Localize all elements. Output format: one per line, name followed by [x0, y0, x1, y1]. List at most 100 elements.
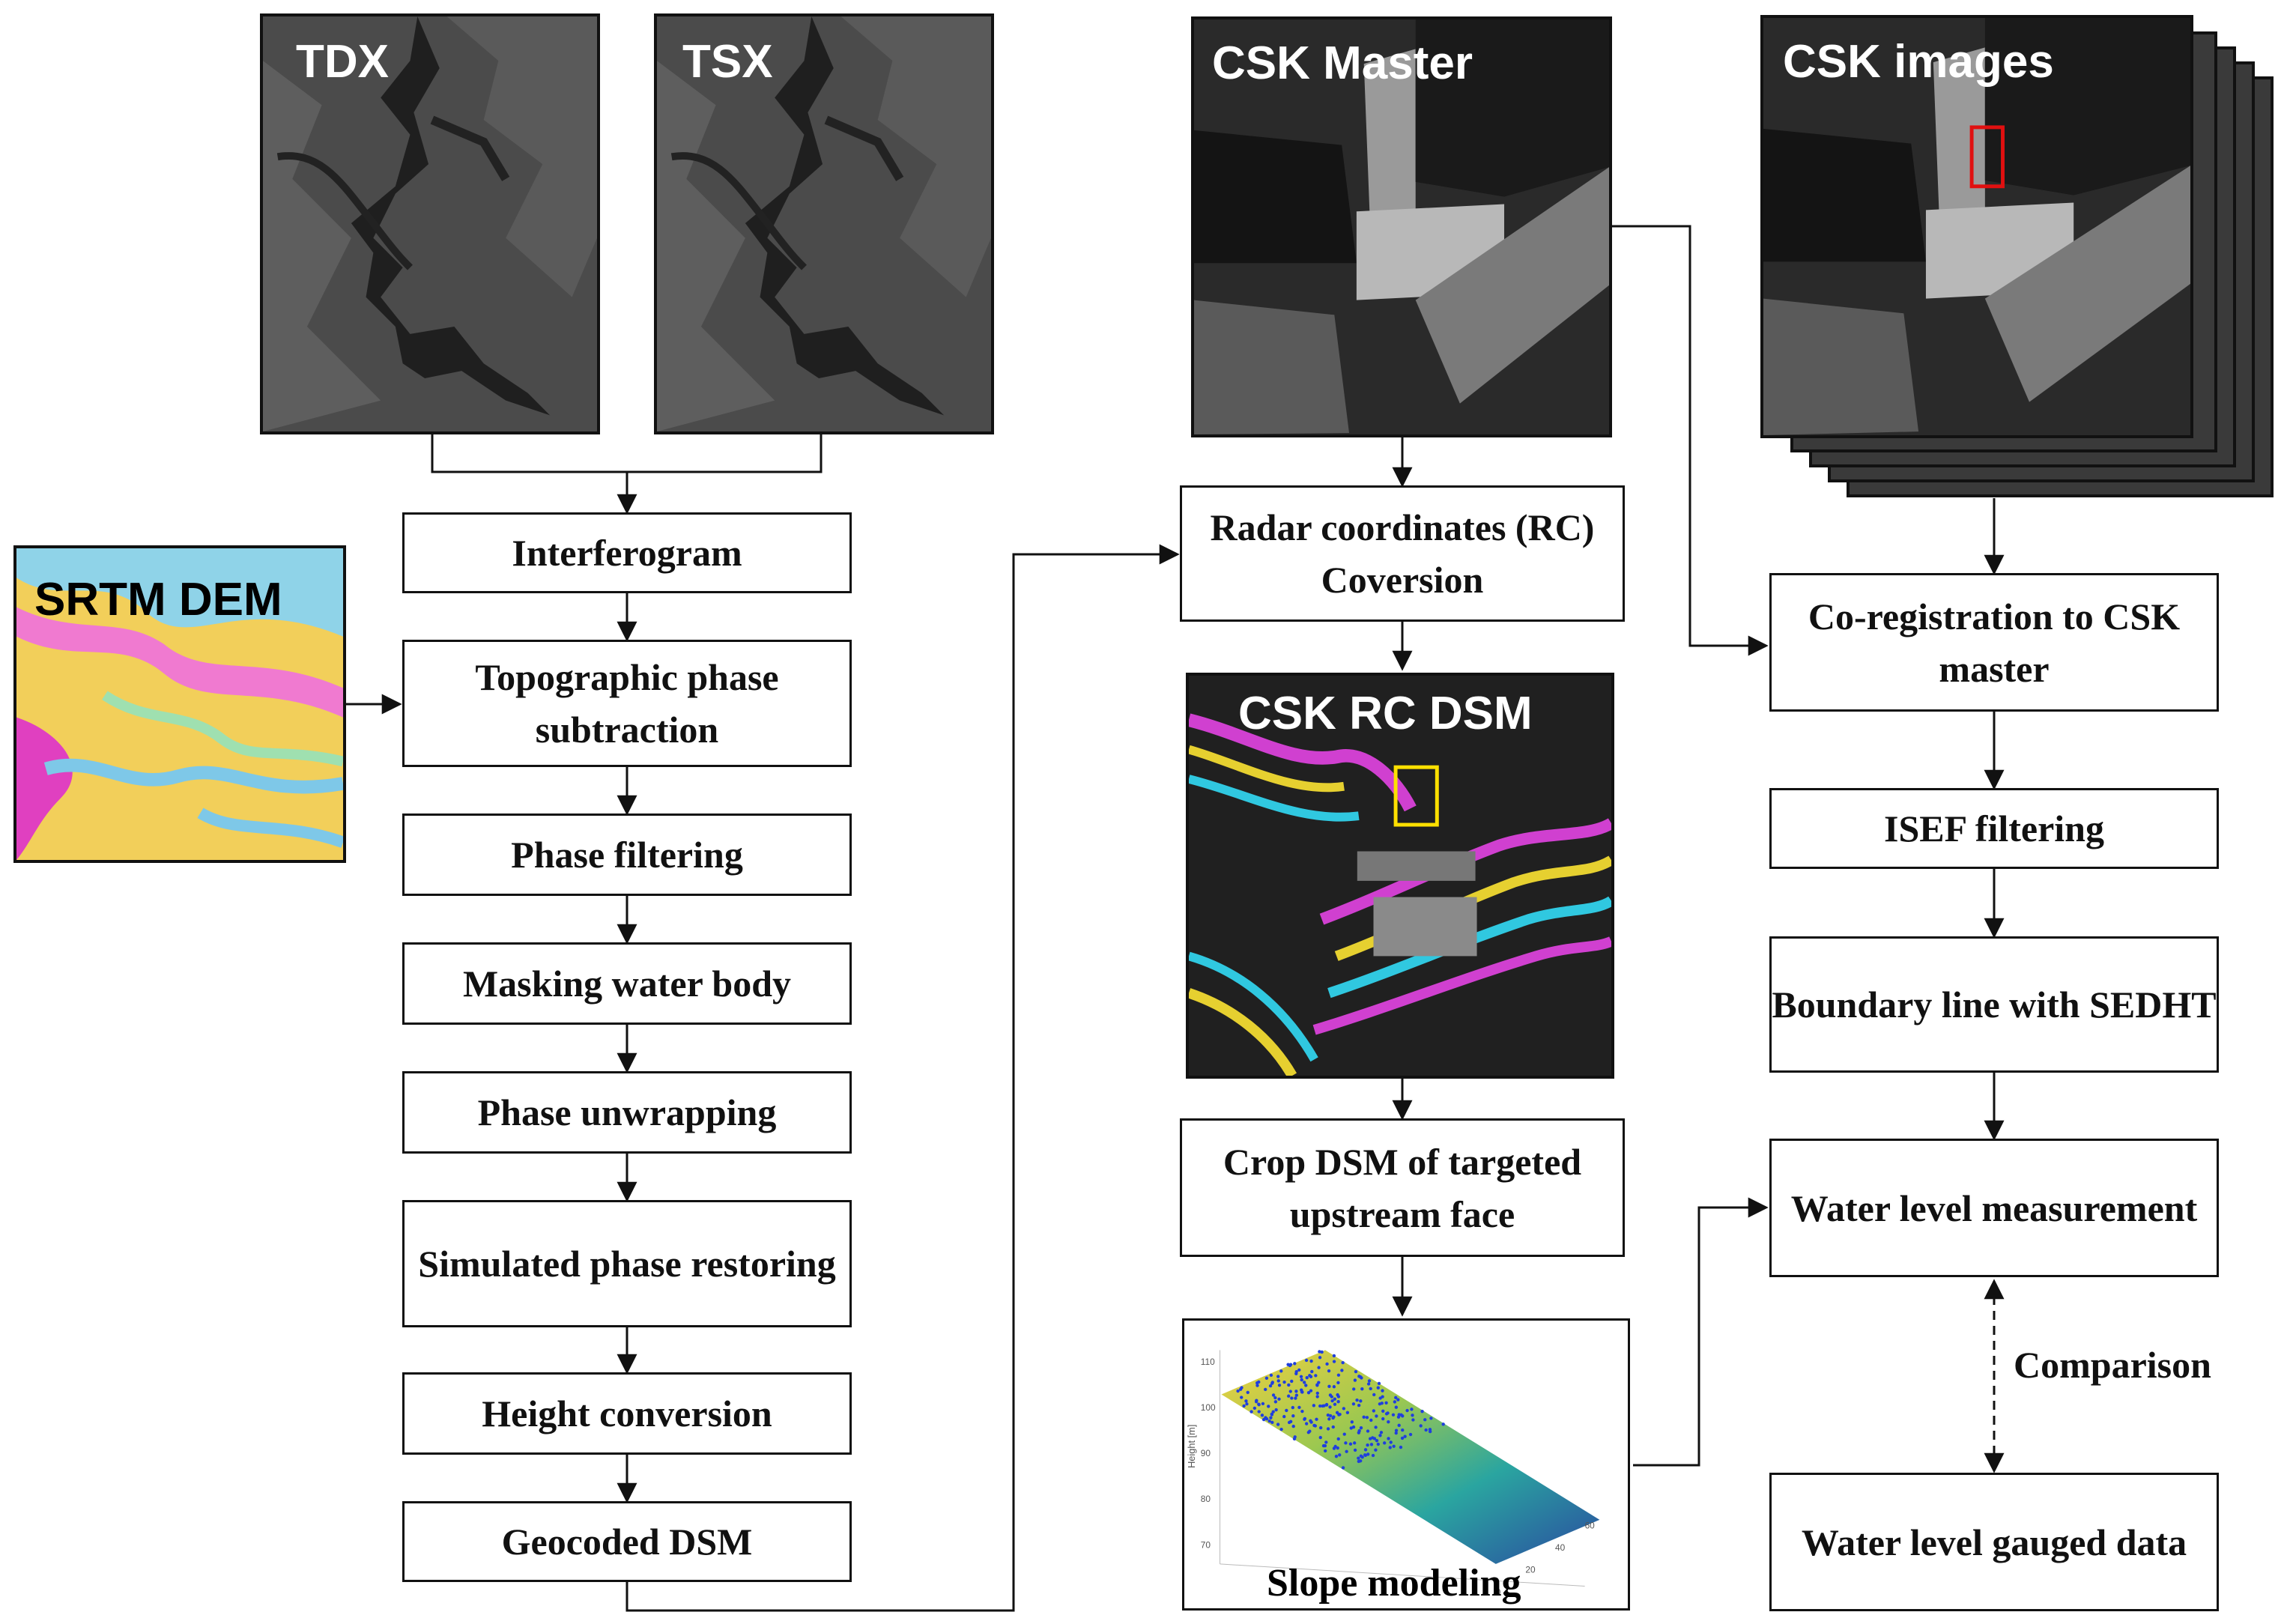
slope-point — [1264, 1376, 1269, 1380]
slope-point — [1362, 1415, 1366, 1419]
slope-point — [1386, 1411, 1390, 1415]
slope-point — [1381, 1389, 1384, 1393]
slope-point — [1315, 1391, 1319, 1396]
slope-point — [1363, 1448, 1368, 1452]
slope-point — [1359, 1425, 1363, 1430]
csk-images-title: CSK images — [1783, 36, 2054, 88]
slope-point — [1304, 1384, 1308, 1387]
slope-point — [1371, 1453, 1375, 1458]
slope-point — [1366, 1382, 1371, 1386]
slope-point — [1396, 1415, 1401, 1419]
slope-point — [1321, 1443, 1326, 1448]
slope-point — [1345, 1449, 1348, 1453]
slope-point — [1351, 1402, 1356, 1406]
slope-point — [1371, 1436, 1375, 1440]
slope-point — [1372, 1393, 1376, 1397]
slope-point — [1306, 1391, 1311, 1395]
slope-point — [1333, 1444, 1337, 1449]
slope-point — [1384, 1401, 1388, 1405]
phase-unwrapping-box: Phase unwrapping — [402, 1071, 852, 1154]
slope-modeling-title: Slope modeling — [1267, 1562, 1521, 1605]
slope-point — [1378, 1402, 1382, 1406]
slope-point — [1321, 1404, 1324, 1408]
slope-point — [1394, 1431, 1398, 1435]
slope-point — [1374, 1448, 1378, 1452]
slope-point — [1269, 1373, 1273, 1378]
slope-point — [1403, 1434, 1407, 1438]
slope-point — [1354, 1369, 1358, 1374]
slope-point — [1318, 1356, 1322, 1360]
slope-point — [1400, 1436, 1405, 1440]
slope-point — [1399, 1413, 1403, 1417]
slope-point — [1318, 1350, 1321, 1354]
slope-point — [1318, 1404, 1322, 1408]
slope-point — [1357, 1456, 1360, 1460]
slope-point — [1308, 1429, 1312, 1433]
slope-point — [1420, 1410, 1424, 1414]
slope-point — [1374, 1425, 1378, 1429]
slope-point — [1299, 1375, 1303, 1378]
slope-point — [1264, 1387, 1267, 1392]
slope-point — [1353, 1448, 1357, 1452]
slope-point — [1302, 1381, 1306, 1384]
slope-point — [1309, 1419, 1312, 1422]
slope-ytick-label: 70 — [1201, 1539, 1211, 1550]
slope-point — [1282, 1414, 1286, 1419]
slope-point — [1297, 1368, 1301, 1372]
slope-point — [1357, 1428, 1361, 1433]
slope-point — [1360, 1376, 1363, 1380]
slope-point — [1336, 1393, 1339, 1397]
slope-point — [1261, 1402, 1265, 1406]
slope-point — [1318, 1425, 1323, 1430]
slope-xtick-label: 60 — [1585, 1521, 1596, 1531]
slope-point — [1304, 1422, 1309, 1425]
slope-point — [1388, 1446, 1392, 1449]
slope-point — [1300, 1409, 1304, 1414]
slope-point — [1315, 1384, 1319, 1387]
tdx-tsx-merge-line — [431, 433, 823, 473]
slope-point — [1375, 1439, 1379, 1443]
slope-point — [1244, 1399, 1248, 1403]
slope-point — [1353, 1441, 1357, 1445]
slope-point — [1429, 1417, 1433, 1420]
slope-point — [1399, 1445, 1403, 1449]
slope-point — [1276, 1379, 1280, 1383]
slope-point — [1401, 1428, 1405, 1432]
slope-point — [1312, 1423, 1316, 1428]
slope-ytick-label: 110 — [1201, 1357, 1215, 1367]
slope-point — [1317, 1366, 1321, 1369]
topographic-phase-box: Topographic phase subtraction — [402, 640, 852, 767]
slope-point — [1315, 1417, 1318, 1421]
yellow-roi-marker — [1393, 765, 1439, 827]
slope-point — [1336, 1381, 1340, 1385]
slope-point — [1270, 1381, 1274, 1384]
slope-point — [1330, 1399, 1334, 1403]
csk-images-image: CSK images — [1760, 15, 2193, 438]
comparison-label: Comparison — [2014, 1344, 2211, 1386]
slope-point — [1333, 1402, 1337, 1406]
slope-point — [1344, 1441, 1348, 1445]
slope-point — [1291, 1424, 1295, 1428]
slope-point — [1349, 1426, 1353, 1430]
slope-point — [1271, 1393, 1276, 1397]
srtm-colormap — [16, 548, 343, 860]
slope-point — [1238, 1387, 1243, 1391]
csk-master-title: CSK Master — [1212, 37, 1473, 89]
slope-point — [1336, 1437, 1340, 1441]
arrow-master-to-coregistration — [1611, 225, 1769, 656]
slope-point — [1333, 1397, 1337, 1401]
slope-point — [1378, 1434, 1382, 1437]
slope-point — [1357, 1459, 1361, 1464]
height-conversion-box: Height conversion — [402, 1372, 852, 1455]
slope-point — [1312, 1404, 1316, 1408]
slope-point — [1287, 1383, 1291, 1387]
slope-xtick-label: 40 — [1555, 1542, 1566, 1553]
slope-point — [1242, 1404, 1246, 1408]
slope-point — [1341, 1466, 1345, 1470]
slope-ytick-label: 80 — [1201, 1494, 1211, 1504]
slope-point — [1270, 1420, 1274, 1425]
slope-point — [1394, 1396, 1398, 1399]
slope-point — [1366, 1452, 1370, 1456]
